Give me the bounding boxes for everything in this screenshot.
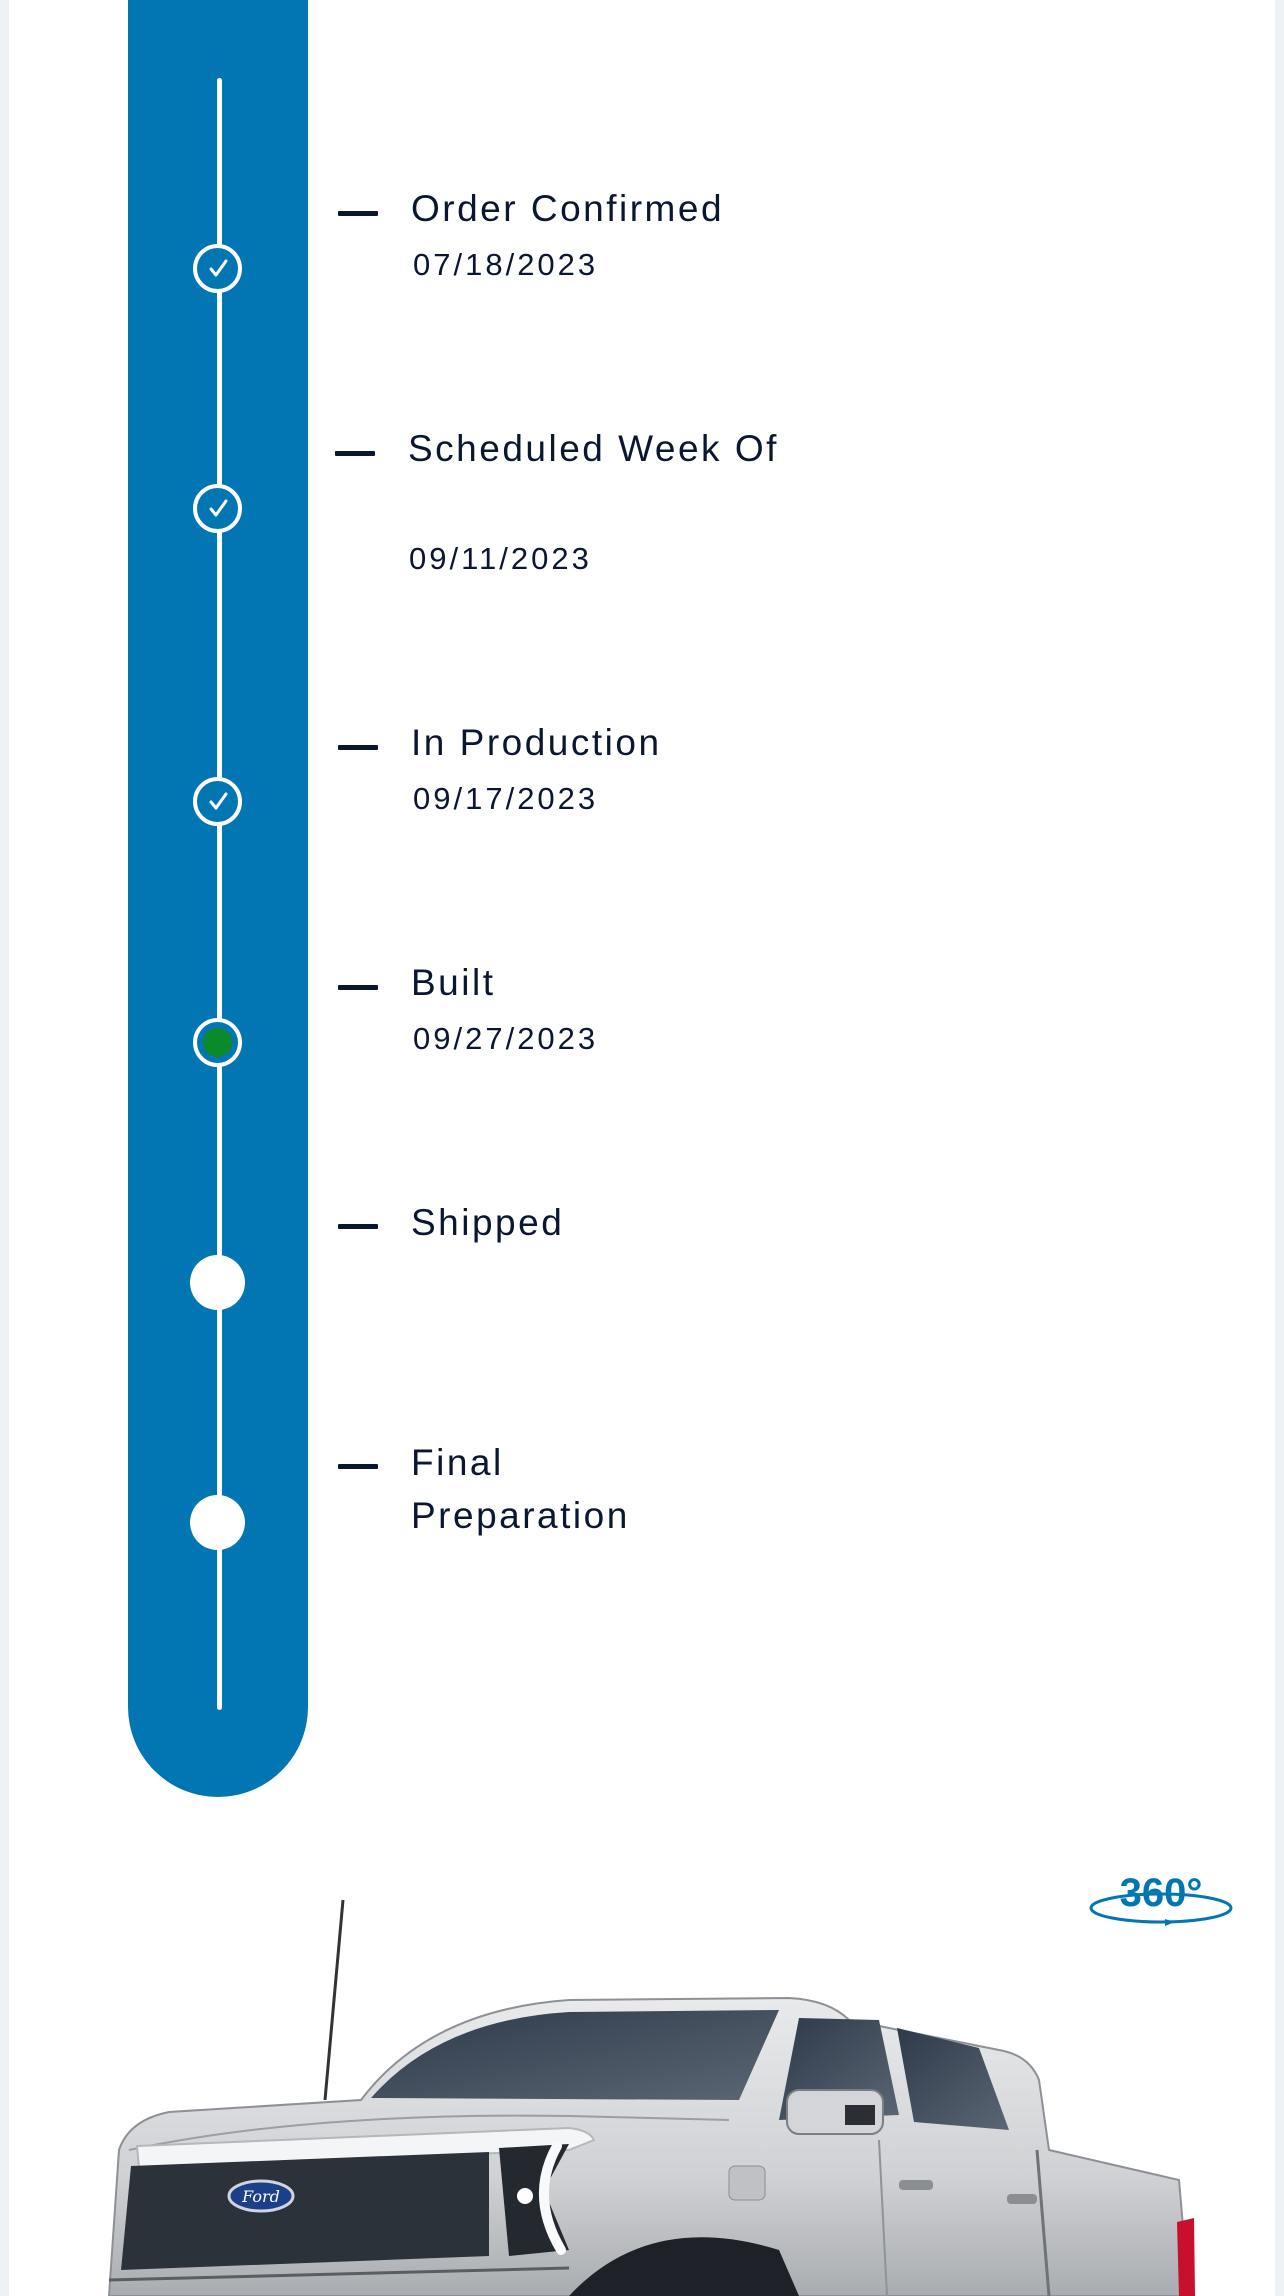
order-status-page: Order Confirmed 07/18/2023 Scheduled Wee… [9,0,1275,2296]
current-status-dot [203,1028,232,1057]
step-node-scheduled [193,484,242,533]
step-connector [338,1224,378,1229]
step-node-in-production [193,777,242,826]
step-node-built [193,1018,242,1067]
step-date: 09/27/2023 [413,1021,599,1056]
step-connector [338,211,378,216]
checkmark-icon [209,792,227,809]
step-title: Final Preparation [411,1442,630,1536]
pickup-truck-illustration: Ford [107,1899,1195,2296]
step-connector [335,451,375,456]
view-360-label: 360° [1120,1872,1203,1915]
svg-text:Ford: Ford [241,2187,280,2206]
step-title: Built [411,962,496,1003]
step-connector [338,1464,378,1469]
checkmark-icon [209,259,227,276]
checkmark-icon [209,499,227,516]
step-date: 09/17/2023 [413,781,599,816]
vehicle-image[interactable]: Ford [9,1850,1275,2296]
progress-line [217,78,222,1710]
step-node-shipped [190,1255,245,1310]
step-date: 07/18/2023 [413,247,599,282]
step-date: 09/11/2023 [409,541,592,576]
step-title: Shipped [411,1202,565,1243]
rotate-360-icon: 360° [1089,1871,1233,1926]
view-360-button[interactable]: 360° [1087,1871,1235,1934]
step-connector [338,745,378,750]
step-title: Order Confirmed [411,188,725,229]
step-node-final-preparation [190,1495,245,1550]
step-title: In Production [411,722,662,763]
step-node-order-confirmed [193,244,242,293]
step-connector [338,985,378,990]
step-title: Scheduled Week Of [408,428,779,469]
